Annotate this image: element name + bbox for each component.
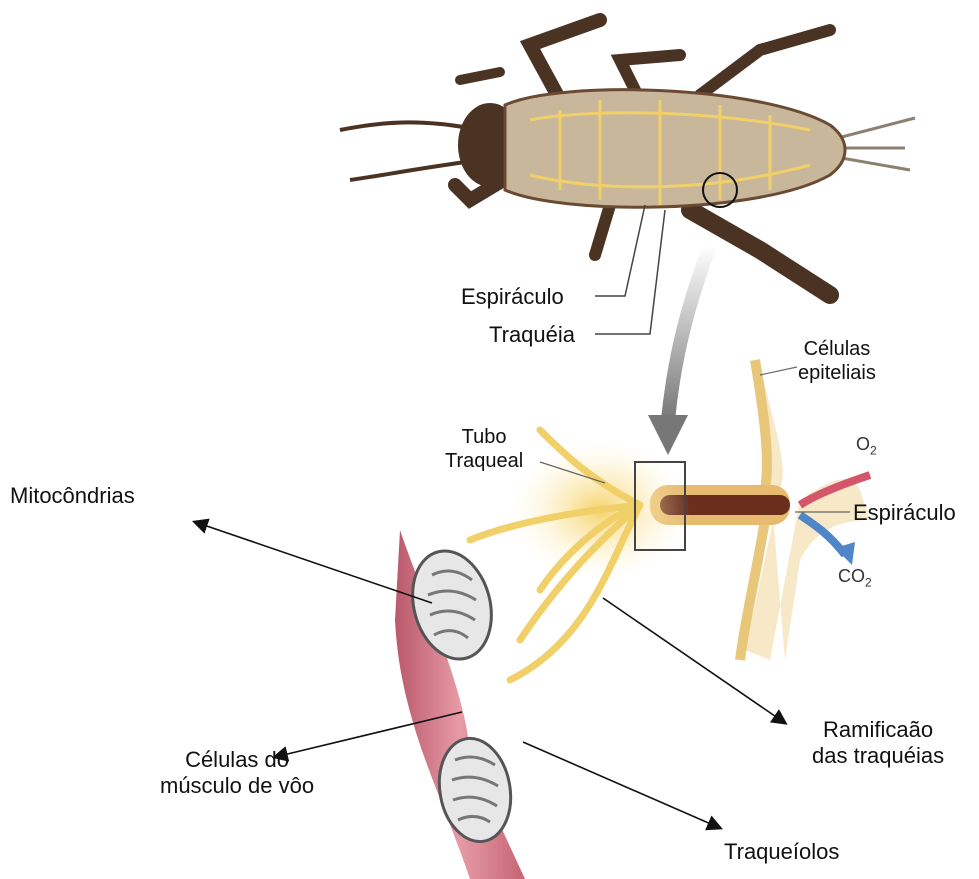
label-co2: CO2 <box>838 566 872 590</box>
label-tracheoles: Traqueíolos <box>724 839 839 865</box>
label-co2-sub: 2 <box>865 576 872 590</box>
label-tracheal-tube-line2: Traqueal <box>445 449 523 473</box>
label-co2-text: CO <box>838 566 865 586</box>
label-o2: O2 <box>856 434 877 458</box>
flight-muscle-fiber <box>395 530 525 879</box>
label-flight-muscle-cells-line2: músculo de vôo <box>160 773 314 799</box>
label-tracheal-tube: Tubo Traqueal <box>445 425 523 473</box>
label-o2-sub: 2 <box>870 444 877 458</box>
label-epithelial-cells: Células epiteliais <box>798 337 876 385</box>
label-flight-muscle-cells: Células do músculo de vôo <box>160 747 314 799</box>
label-tracheal-branching: Ramificaão das traquéias <box>812 717 944 769</box>
label-mitochondria: Mitocôndrias <box>10 483 135 509</box>
label-tracheal-tube-line1: Tubo <box>445 425 523 449</box>
label-epithelial-cells-line2: epiteliais <box>798 361 876 385</box>
label-spiracle-top: Espiráculo <box>461 284 564 310</box>
label-o2-text: O <box>856 434 870 454</box>
tracheoles-pointer <box>523 742 720 828</box>
epithelial-leader <box>760 367 797 375</box>
label-tracheal-branching-line1: Ramificaão <box>812 717 944 743</box>
label-tracheal-branching-line2: das traquéias <box>812 743 944 769</box>
label-epithelial-cells-line1: Células <box>798 337 876 361</box>
label-trachea-top: Traquéia <box>489 322 575 348</box>
zoom-arrow <box>668 245 710 420</box>
zoom-arrow-head <box>648 415 688 455</box>
cricket-illustration <box>340 20 915 295</box>
label-flight-muscle-cells-line1: Células do <box>160 747 314 773</box>
mitochondria-pointer <box>195 522 432 603</box>
label-spiracle-right: Espiráculo <box>853 500 956 526</box>
